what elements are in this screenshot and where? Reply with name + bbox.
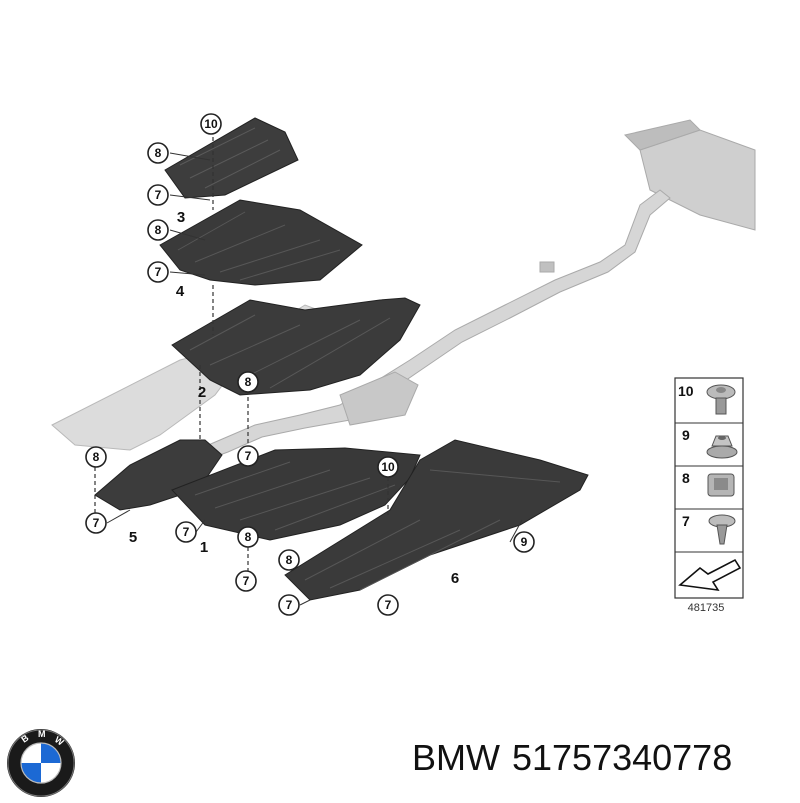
svg-text:8: 8 <box>93 450 100 464</box>
svg-text:7: 7 <box>243 574 250 588</box>
svg-text:8: 8 <box>155 146 162 160</box>
svg-text:7: 7 <box>155 265 162 279</box>
callout-8-f: 8 <box>278 549 300 571</box>
svg-text:7: 7 <box>155 188 162 202</box>
legend-number-10: 10 <box>678 383 694 399</box>
svg-text:9: 9 <box>521 535 528 549</box>
part-1-panel <box>171 447 421 541</box>
callout-9: 9 <box>513 531 535 553</box>
svg-text:7: 7 <box>183 525 190 539</box>
callout-10-top: 10 <box>200 113 222 135</box>
svg-text:7: 7 <box>286 598 293 612</box>
callout-7-d: 7 <box>85 512 107 534</box>
callout-8-d: 8 <box>85 446 107 468</box>
callout-10-mid: 10 <box>377 456 399 478</box>
svg-text:8: 8 <box>245 375 252 389</box>
svg-text:8: 8 <box>245 530 252 544</box>
direction-arrow-icon <box>678 558 742 592</box>
part-label-2: 2 <box>198 384 206 401</box>
callout-7-b: 7 <box>147 261 169 283</box>
svg-text:7: 7 <box>385 598 392 612</box>
part-label-4: 4 <box>176 283 185 300</box>
legend-number-9: 9 <box>682 427 690 443</box>
svg-text:7: 7 <box>245 449 252 463</box>
svg-text:M: M <box>38 729 46 739</box>
svg-text:8: 8 <box>155 223 162 237</box>
callout-7-c: 7 <box>237 445 259 467</box>
part-4-panel <box>159 199 363 286</box>
callout-8-b: 8 <box>147 219 169 241</box>
bmw-logo: B M W <box>6 728 76 798</box>
part-label-5: 5 <box>129 529 137 546</box>
part-number: 51757340778 <box>511 737 733 778</box>
svg-text:10: 10 <box>204 117 218 131</box>
callout-7-e: 7 <box>175 521 197 543</box>
callout-7-a: 7 <box>147 184 169 206</box>
callout-7-h: 7 <box>377 594 399 616</box>
part-label-6: 6 <box>451 570 459 587</box>
callout-8-c: 8 <box>237 371 259 393</box>
diagram-reference-number: 481735 <box>688 602 725 614</box>
svg-text:B: B <box>19 732 30 744</box>
brand-name: BMW <box>412 737 500 778</box>
callout-8-a: 8 <box>147 142 169 164</box>
callout-7-g: 7 <box>278 594 300 616</box>
part-2-panel <box>171 297 421 396</box>
part-6-panel <box>284 439 589 601</box>
svg-text:10: 10 <box>381 460 395 474</box>
leader-lines <box>106 152 523 606</box>
legend-number-7: 7 <box>682 513 690 529</box>
legend-number-8: 8 <box>682 470 690 486</box>
fastener-legend: 10 9 8 7 <box>674 377 744 599</box>
part-5-panel <box>94 439 223 511</box>
part-3-panel <box>164 117 299 199</box>
part-label-3: 3 <box>177 209 185 226</box>
push-rivet-icon <box>706 384 736 415</box>
flange-nut-icon <box>706 435 738 459</box>
clip-nut-icon <box>707 473 735 497</box>
assembly-lines <box>94 130 389 575</box>
svg-text:8: 8 <box>286 553 293 567</box>
callout-7-f: 7 <box>235 570 257 592</box>
screw-icon <box>708 514 736 545</box>
callout-8-e: 8 <box>237 526 259 548</box>
footer-caption: BMW 51757340778 <box>412 737 744 779</box>
svg-text:7: 7 <box>93 516 100 530</box>
part-label-1: 1 <box>200 539 208 556</box>
